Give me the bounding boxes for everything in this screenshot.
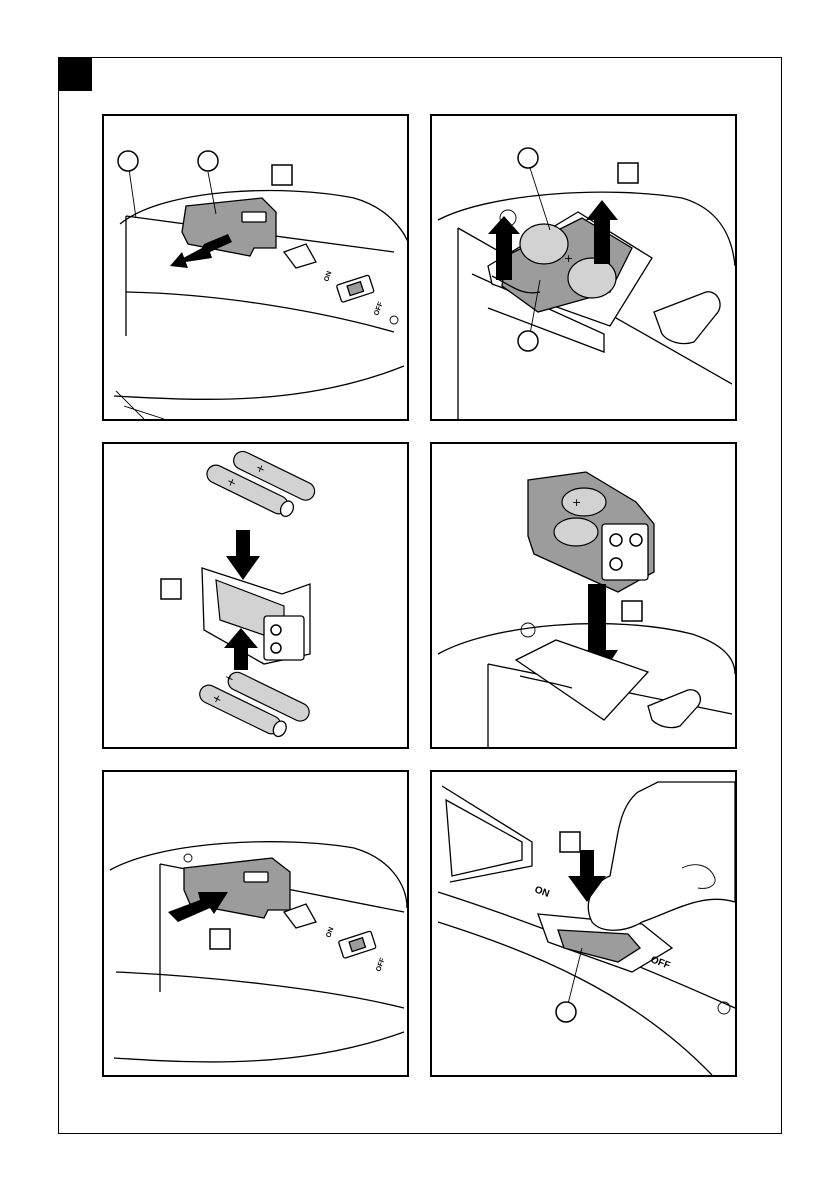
step-marker-square xyxy=(622,601,642,621)
contact-lower xyxy=(271,643,281,653)
power-switch xyxy=(338,931,376,959)
callout-circle-a xyxy=(118,151,138,171)
switch-off-label: OFF xyxy=(375,956,387,972)
screw-hole xyxy=(184,854,192,862)
switch-on-label: ON xyxy=(325,926,335,938)
screw-hole xyxy=(390,316,398,324)
button-slot xyxy=(648,690,700,728)
switch-off-label: OFF xyxy=(373,300,385,316)
battery-holder xyxy=(202,568,310,664)
finger-icon xyxy=(588,782,735,930)
step-marker-square xyxy=(618,163,638,183)
panel-remove-holder: + xyxy=(430,114,737,421)
panel-place-holder: + xyxy=(430,442,737,749)
step-marker-square xyxy=(210,929,230,949)
pack-contacts xyxy=(602,524,648,580)
battery-plus-sign: + xyxy=(572,496,581,509)
leader-line xyxy=(568,948,582,1004)
switch-off-label: OFF xyxy=(649,954,672,971)
battery-pack-filled: + xyxy=(528,472,654,592)
power-switch xyxy=(336,275,374,303)
battery-plus-sign: + xyxy=(564,252,573,265)
callout-circle-b xyxy=(198,151,218,171)
contact-upper-right xyxy=(630,534,642,546)
contact-upper xyxy=(610,534,622,546)
button-slot xyxy=(284,244,316,268)
battery-cell-top xyxy=(562,488,606,516)
battery-pair-top: + + xyxy=(204,444,318,525)
device-body-line xyxy=(116,972,404,1008)
device-lower-edge xyxy=(114,366,404,399)
leader-line-top xyxy=(530,168,550,230)
battery-cell-bottom xyxy=(554,518,598,546)
switch-on-label: ON xyxy=(323,270,333,282)
cover-latch xyxy=(242,212,266,222)
button-slot xyxy=(654,292,720,344)
step-marker-square xyxy=(272,165,292,185)
battery-cell-left xyxy=(520,224,568,264)
callout-circle-bottom xyxy=(518,331,538,351)
battery-pair-bottom: + + xyxy=(197,661,312,746)
panel-open-cover: ON OFF xyxy=(102,114,409,421)
panel-open-cover-figure: ON OFF xyxy=(104,116,407,419)
callout-circle xyxy=(556,1002,576,1022)
panel-remove-holder-figure: + xyxy=(432,116,735,419)
battery-holder-contacts xyxy=(264,616,304,660)
device-base-lines xyxy=(116,391,164,419)
switch-on-label: ON xyxy=(533,884,551,899)
callout-circle-top xyxy=(518,148,538,168)
battery-cover xyxy=(182,198,276,256)
panel-place-holder-figure: + xyxy=(432,444,735,747)
contact-lower xyxy=(610,558,622,570)
panel-insert-batteries-figure: + + + + xyxy=(104,444,407,747)
insert-arrow-down xyxy=(226,530,260,580)
screw-hole xyxy=(521,623,535,637)
panel-close-cover-figure: ON OFF xyxy=(104,772,407,1075)
panel-close-cover: ON OFF xyxy=(102,770,409,1077)
panel-insert-batteries: + + + + xyxy=(102,442,409,749)
step-marker-square xyxy=(161,579,181,599)
corner-tab xyxy=(58,57,92,91)
contact-upper xyxy=(271,625,281,635)
panel-switch-on: ON OFF xyxy=(430,770,737,1077)
cover-latch xyxy=(244,872,268,882)
panel-switch-on-figure: ON OFF xyxy=(432,772,735,1075)
step-marker-square xyxy=(560,832,580,852)
device-lower-edge xyxy=(114,1032,404,1062)
